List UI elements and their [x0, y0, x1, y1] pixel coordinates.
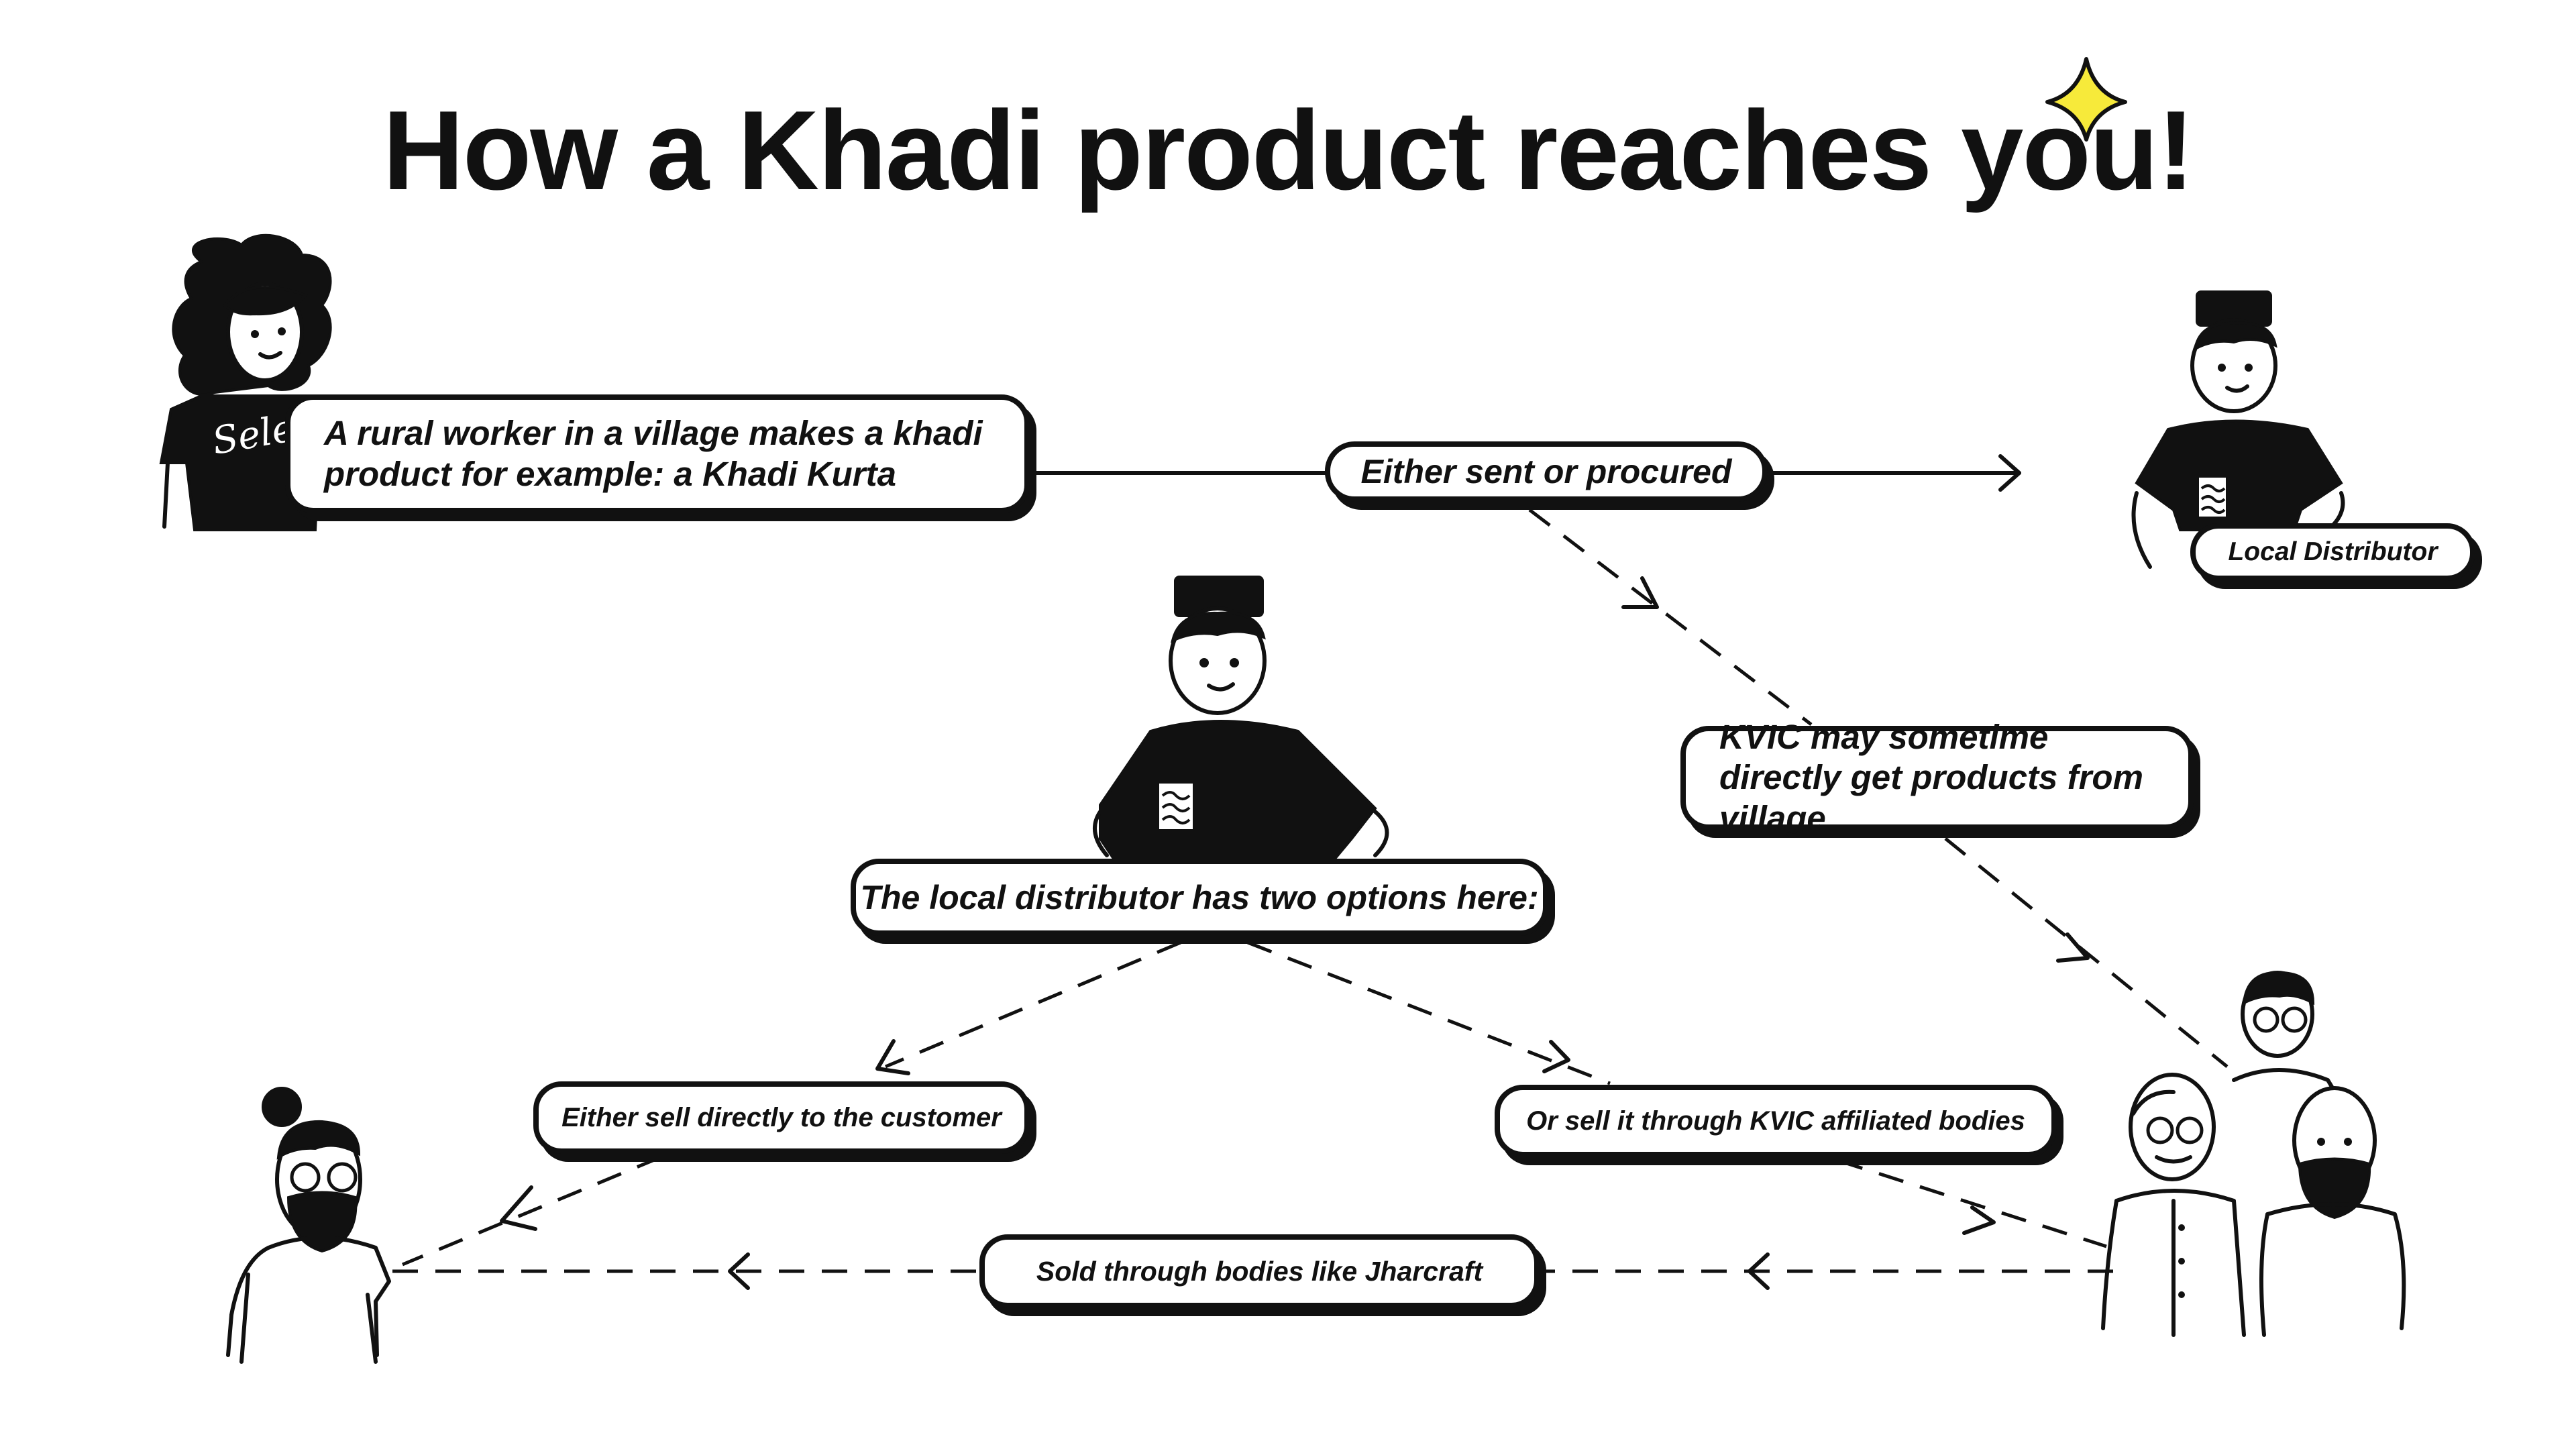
- sell-direct-text: Either sell directly to the customer: [561, 1102, 1002, 1132]
- distributor-options-text: The local distributor has two options he…: [860, 878, 1539, 916]
- sent-procured-text: Either sent or procured: [1360, 453, 1732, 490]
- local-distributor-text: Local Distributor: [2228, 537, 2438, 566]
- arrow-direct-to-customer: [402, 1155, 661, 1267]
- local-distributor-box: Local Distributor: [2190, 523, 2475, 581]
- arrow-options-to-direct: [875, 941, 1181, 1075]
- kvic-direct-box: KVIC may sometime directly get products …: [1680, 718, 2194, 837]
- sent-procured-box: Either sent or procured: [1325, 441, 1768, 502]
- customer-figure: [226, 1087, 391, 1364]
- distributor-options-box: The local distributor has two options he…: [851, 859, 1548, 936]
- arrow-group-to-customer: [389, 1252, 2113, 1290]
- rural-worker-figure: Selen: [159, 233, 332, 531]
- arrow-kvic-to-group: [1944, 837, 2229, 1068]
- sold-jharcraft-box: Sold through bodies like Jharcraft: [979, 1234, 1540, 1308]
- arrow-rural-to-distributor: [1028, 454, 2021, 492]
- kvic-direct-text: KVIC may sometime directly get products …: [1719, 718, 2143, 837]
- sell-kvic-text: Or sell it through KVIC affiliated bodie…: [1526, 1106, 2025, 1136]
- center-distributor-figure: [1093, 576, 1389, 860]
- sell-kvic-box: Or sell it through KVIC affiliated bodie…: [1495, 1085, 2057, 1157]
- page-title: How a Khadi product reaches you!: [382, 87, 2194, 213]
- kvic-group-figure: [2101, 971, 2406, 1337]
- arrow-procured-to-kvic: [1528, 508, 1813, 726]
- arrow-kvic-bodies-to-group: [1837, 1159, 2107, 1248]
- local-distributor-figure: [2131, 290, 2345, 569]
- sparkle-star-icon: [2045, 57, 2127, 142]
- rural-worker-box: A rural worker in a village makes a khad…: [285, 394, 1030, 513]
- sell-direct-box: Either sell directly to the customer: [533, 1081, 1030, 1154]
- rural-worker-text: A rural worker in a village makes a khad…: [324, 414, 983, 493]
- arrow-options-to-kvic-bodies: [1247, 941, 1611, 1085]
- sold-jharcraft-text: Sold through bodies like Jharcraft: [1036, 1255, 1483, 1287]
